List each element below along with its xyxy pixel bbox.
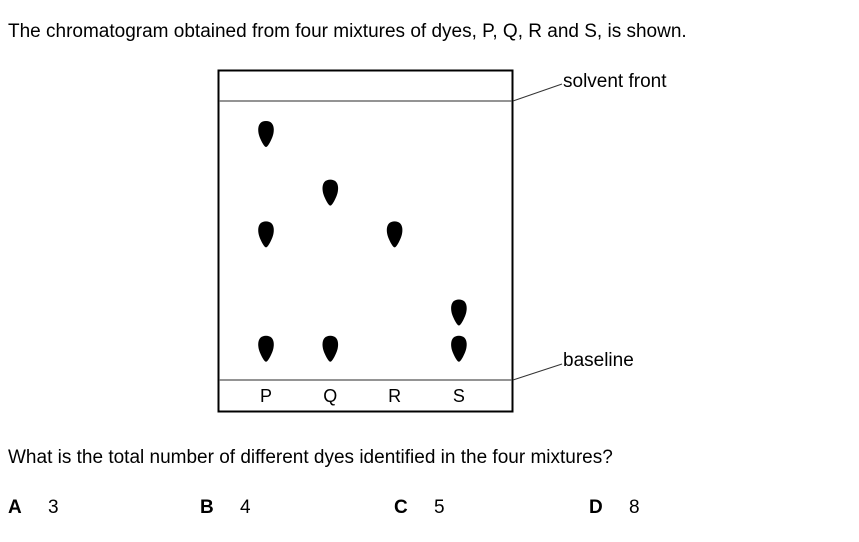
option-value: 4 [240, 497, 251, 518]
dye-spot [322, 335, 339, 362]
question-text: What is the total number of different dy… [8, 447, 613, 468]
lane-label-q: Q [323, 386, 337, 406]
option-letter: A [8, 497, 22, 518]
option-letter: C [394, 497, 408, 518]
dye-spot [322, 179, 339, 206]
dye-spot [258, 335, 274, 362]
lane-label-r: R [388, 386, 401, 406]
solvent-front-label: solvent front [563, 71, 667, 92]
option-value: 5 [434, 497, 445, 518]
dye-spot [386, 221, 403, 248]
solvent-front-leader [512, 83, 563, 102]
baseline-leader [512, 363, 563, 381]
option-letter: B [200, 497, 214, 518]
option-letter: D [589, 497, 603, 518]
paper-outline [217, 69, 514, 413]
lane-label-s: S [453, 386, 465, 406]
question-intro: The chromatogram obtained from four mixt… [8, 21, 687, 42]
baseline-label: baseline [563, 350, 634, 371]
option-value: 3 [48, 497, 59, 518]
option-value: 8 [629, 497, 640, 518]
dye-spot [258, 120, 274, 147]
dye-spot [451, 335, 467, 362]
dye-spot [451, 299, 467, 326]
lane-label-p: P [260, 386, 272, 406]
dye-spot [258, 221, 274, 248]
